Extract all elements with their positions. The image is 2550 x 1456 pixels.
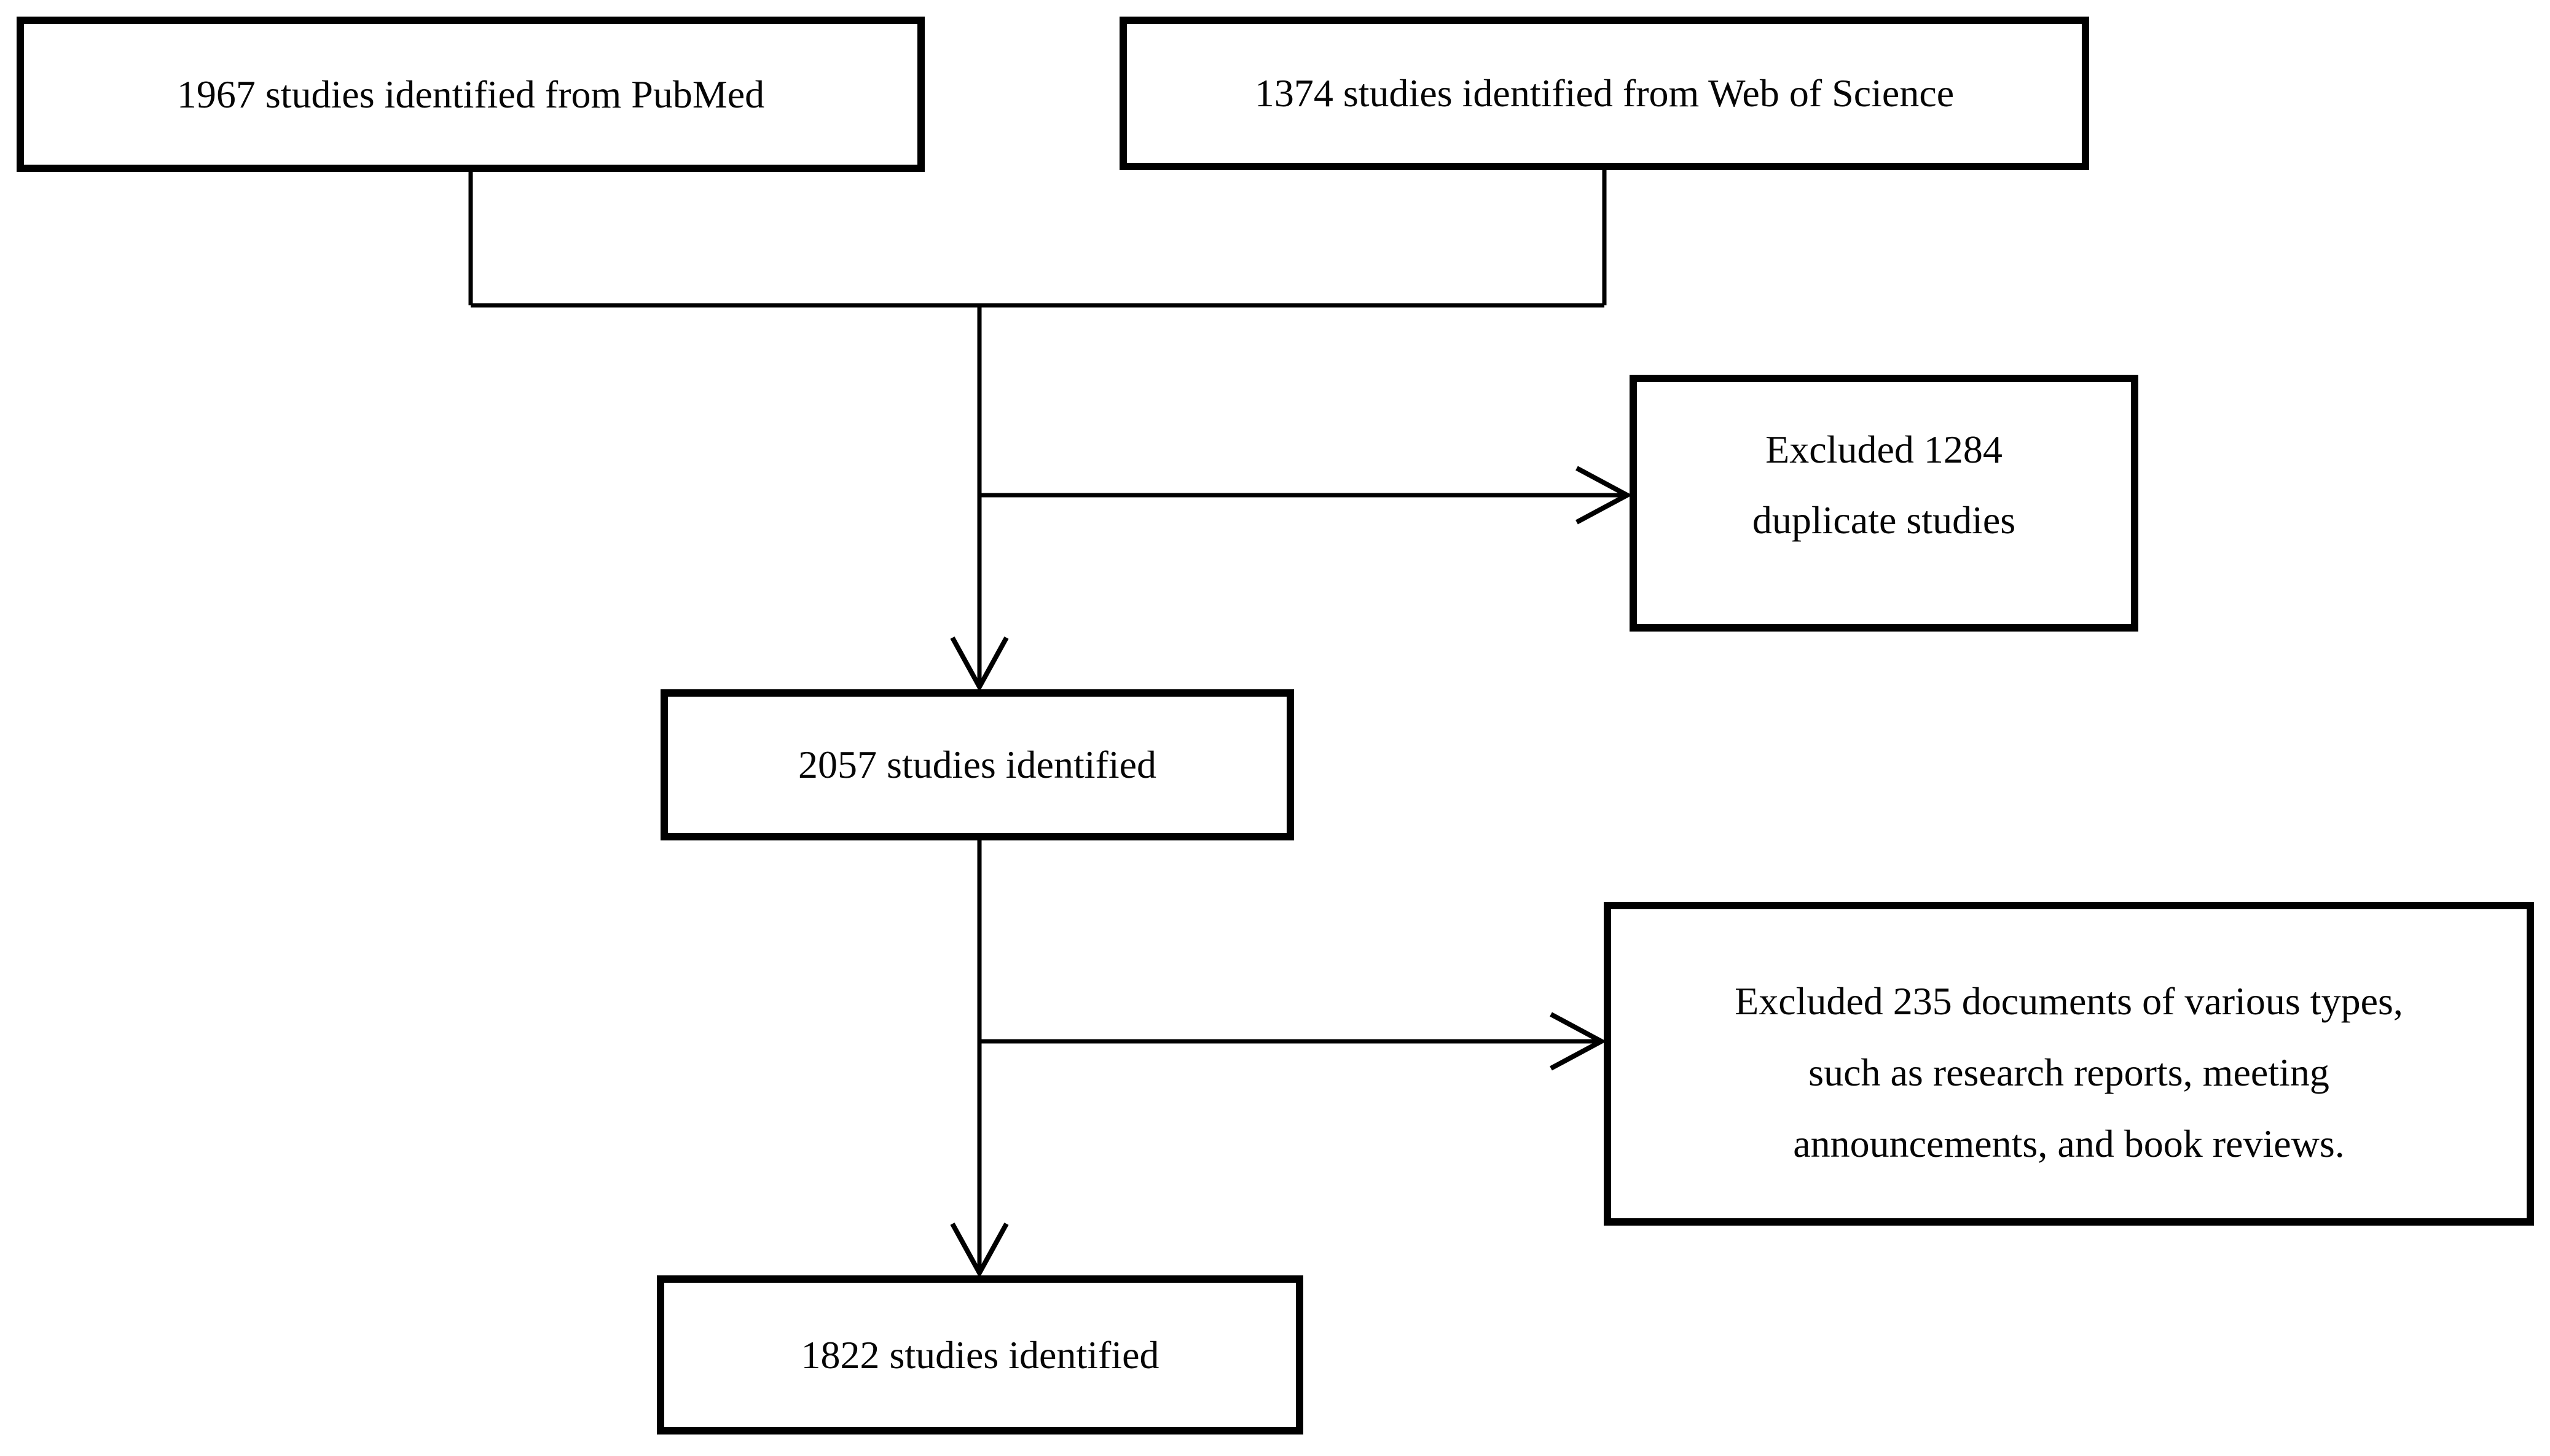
box-excluded-duplicates: Excluded 1284 duplicate studies <box>1630 375 2138 632</box>
final-studies-label: 1822 studies identified <box>801 1333 1159 1377</box>
box-final-studies: 1822 studies identified <box>657 1275 1303 1434</box>
pubmed-studies-label: 1967 studies identified from PubMed <box>176 72 765 116</box>
arrowhead-down-final <box>950 1223 1009 1278</box>
box-pubmed-studies: 1967 studies identified from PubMed <box>17 17 925 172</box>
arrowhead-right-documents <box>1550 1012 1607 1071</box>
excluded-duplicates-line-1: Excluded 1284 <box>1765 428 2003 471</box>
excluded-documents-line-3: announcements, and book reviews. <box>1793 1121 2345 1165</box>
arrowhead-down-merged <box>950 636 1009 692</box>
web-of-science-studies-label: 1374 studies identified from Web of Scie… <box>1254 71 1955 115</box>
excluded-documents-line-1: Excluded 235 documents of various types, <box>1735 979 2403 1023</box>
excluded-duplicates-line-2: duplicate studies <box>1752 498 2016 542</box>
box-merged-studies: 2057 studies identified <box>661 689 1294 840</box>
arrowhead-right-duplicates <box>1575 466 1633 525</box>
excluded-documents-line-2: such as research reports, meeting <box>1808 1050 2329 1094</box>
merged-studies-label: 2057 studies identified <box>798 743 1157 786</box>
box-web-of-science-studies: 1374 studies identified from Web of Scie… <box>1120 17 2089 170</box>
box-excluded-documents: Excluded 235 documents of various types,… <box>1604 902 2534 1226</box>
merge-connector-line <box>468 170 1607 308</box>
